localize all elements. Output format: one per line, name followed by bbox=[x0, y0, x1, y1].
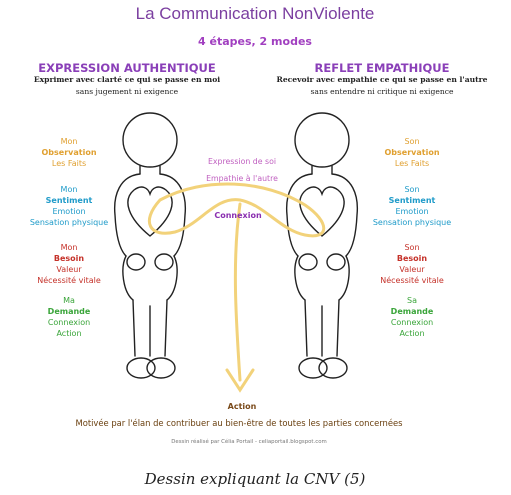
right-observation-label: Son Observation Les Faits bbox=[384, 137, 440, 168]
page-subtitle: 4 étapes, 2 modes bbox=[198, 35, 312, 48]
right-sentiment-label: Son Sentiment Emotion Sensation physique bbox=[372, 185, 452, 227]
connection-path bbox=[147, 182, 326, 238]
motivation-text: Motivée par l'élan de contribuer au bien… bbox=[75, 418, 403, 428]
right-description: Recevoir avec empathie ce qui se passe e… bbox=[276, 75, 488, 84]
expression-label: Expression de soi bbox=[207, 157, 277, 166]
right-figure bbox=[285, 112, 359, 379]
left-figure bbox=[113, 112, 187, 379]
left-description: Exprimer avec clarté ce qui se passe en … bbox=[33, 75, 221, 84]
empathie-label: Empathie à l'autre bbox=[206, 174, 278, 183]
right-subdescription: sans entendre ni critique ni exigence bbox=[310, 87, 454, 96]
right-demande-label: Sa Demande Connexion Action bbox=[390, 296, 434, 338]
figure-caption: Dessin expliquant la CNV (5) bbox=[144, 470, 366, 488]
action-arrow-head bbox=[225, 368, 255, 393]
right-heart bbox=[299, 186, 345, 237]
right-heading: REFLET EMPATHIQUE bbox=[314, 61, 450, 75]
left-heart bbox=[127, 186, 173, 237]
page-title: La Communication NonViolente bbox=[135, 4, 375, 23]
left-observation-label: Mon Observation Les Faits bbox=[41, 137, 97, 168]
left-heading: EXPRESSION AUTHENTIQUE bbox=[38, 61, 216, 75]
action-label: Action bbox=[227, 402, 257, 411]
credit-text: Dessin réalisé par Célia Portail - celia… bbox=[171, 439, 327, 445]
left-besoin-label: Mon Besoin Valeur Nécessité vitale bbox=[37, 243, 101, 285]
left-subdescription: sans jugement ni exigence bbox=[75, 87, 179, 96]
connexion-label: Connexion bbox=[214, 211, 262, 220]
right-besoin-label: Son Besoin Valeur Nécessité vitale bbox=[380, 243, 444, 285]
left-sentiment-label: Mon Sentiment Emotion Sensation physique bbox=[29, 185, 109, 227]
left-demande-label: Ma Demande Connexion Action bbox=[47, 296, 91, 338]
action-arrow-shaft bbox=[233, 202, 242, 382]
